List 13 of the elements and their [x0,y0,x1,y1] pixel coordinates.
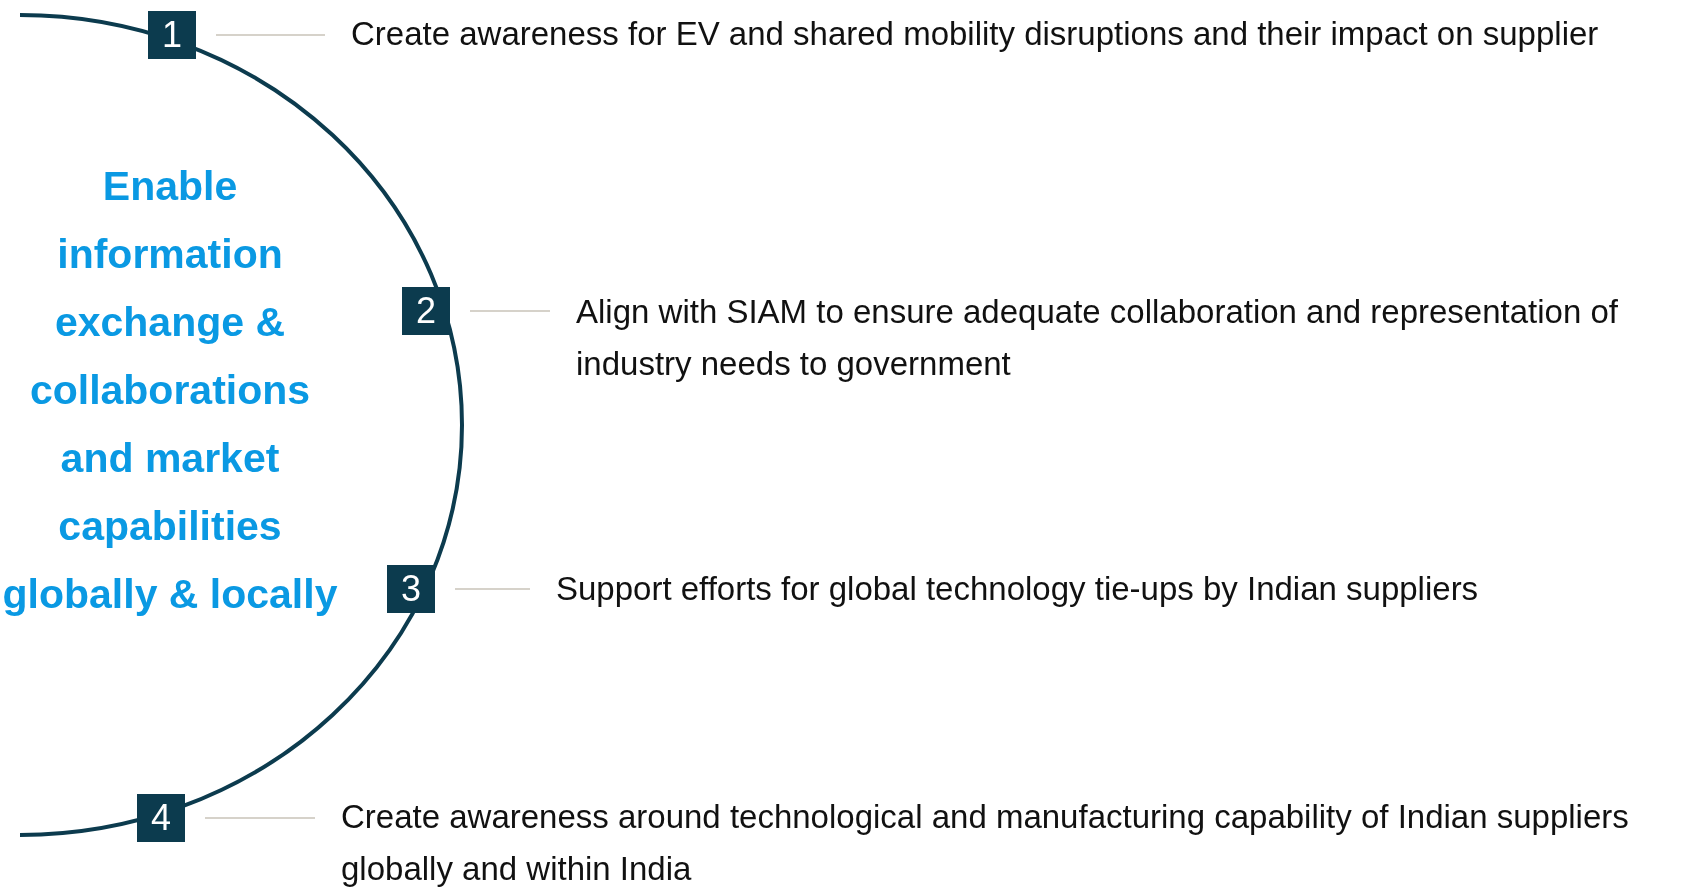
description-text: Support efforts for global technology tie-ups by Indian suppliers [530,563,1683,615]
number-badge: 2 [402,287,450,335]
number-badge: 4 [137,794,185,842]
leader-line [204,817,316,819]
leader-line [469,310,551,312]
description-text: Create awareness for EV and shared mobility disruptions and their impact on supplier [325,8,1665,60]
leader-line [215,34,326,36]
description-text: Create awareness around technological and manufacturing capability of Indian suppliers globally and within India [315,791,1675,893]
description-text: Align with SIAM to ensure adequate collaboration and representation of industry needs to government [550,286,1680,390]
number-badge: 1 [148,11,196,59]
number-badge: 3 [387,565,435,613]
heading-text: Enable information exchange & collaborations and market capabilities globally & locally [1,162,339,619]
leader-line [454,588,531,590]
